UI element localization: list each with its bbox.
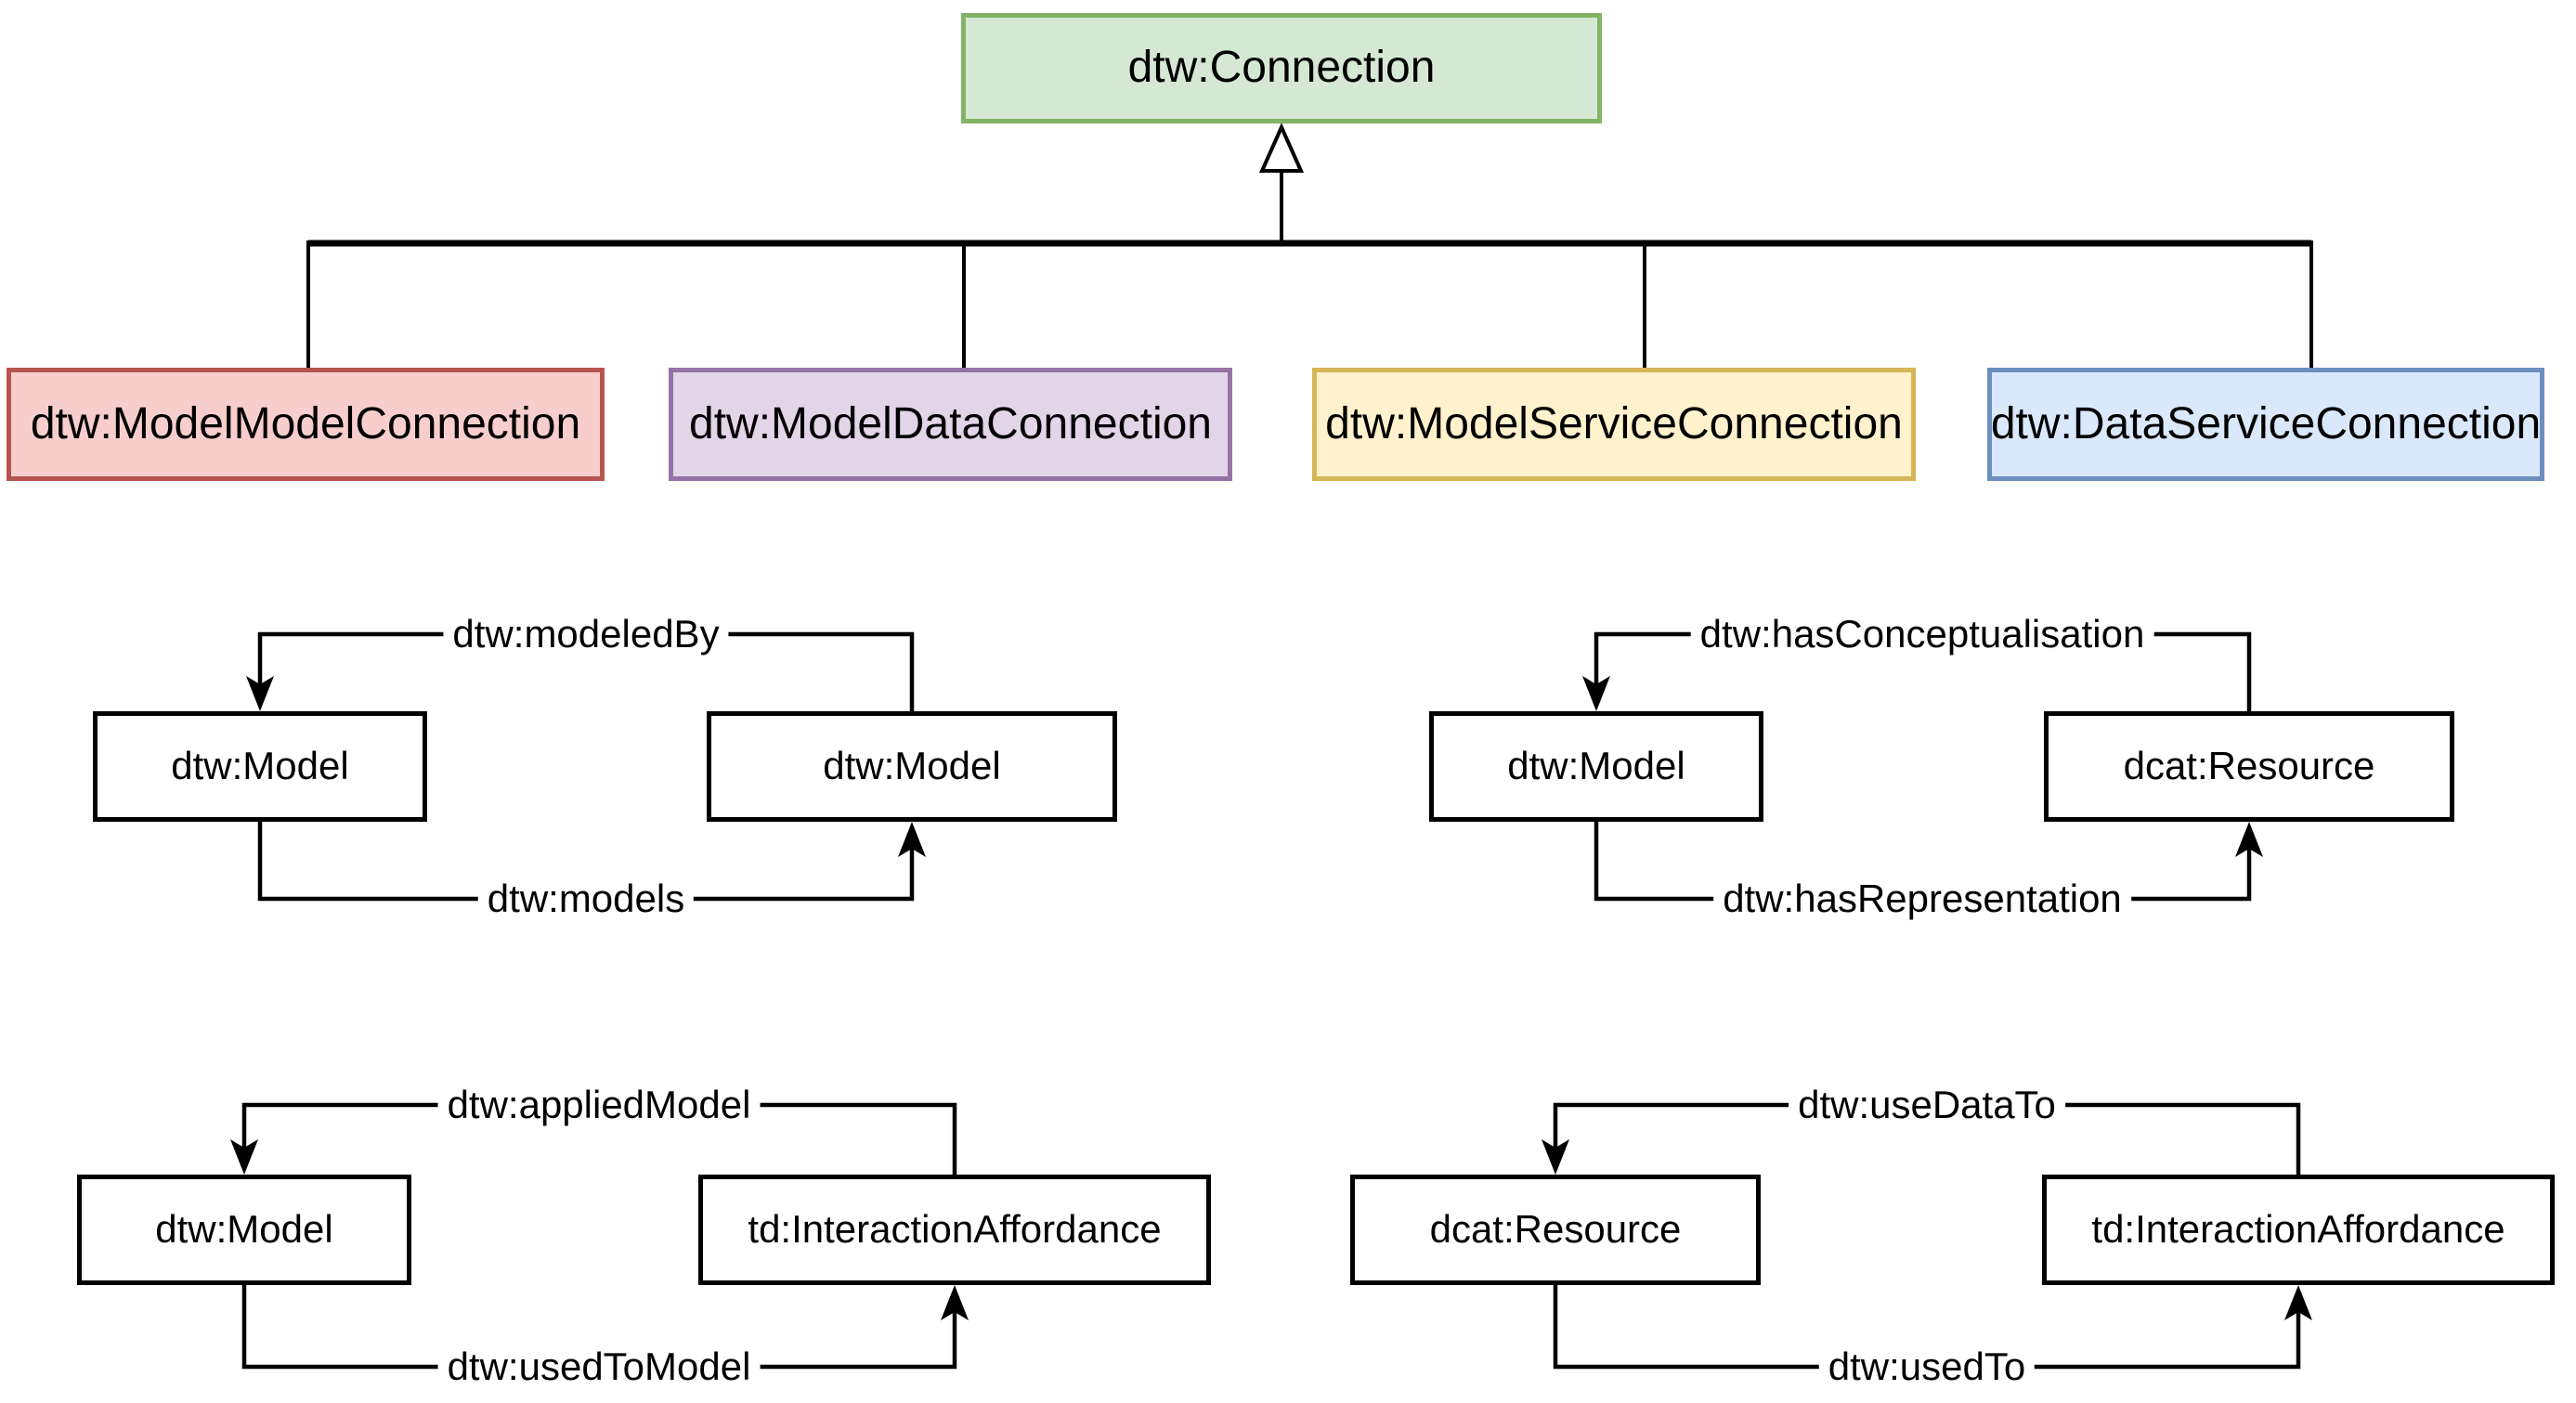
edge-label-modeledBy: dtw:modeledBy xyxy=(443,610,729,658)
class-node-data-service-connection: dtw:DataServiceConnection xyxy=(1987,368,2544,481)
class-node-model-c-left: dtw:Model xyxy=(77,1175,411,1285)
edge-label-usedToModel: dtw:usedToModel xyxy=(437,1343,761,1391)
arrowhead-icon xyxy=(898,822,926,857)
class-label: td:InteractionAffordance xyxy=(748,1207,1162,1252)
class-node-connection: dtw:Connection xyxy=(961,13,1602,123)
class-node-model-data-connection: dtw:ModelDataConnection xyxy=(669,368,1232,481)
class-label: dtw:ModelDataConnection xyxy=(689,398,1212,448)
edge-label-models: dtw:models xyxy=(477,875,695,923)
class-node-model-service-connection: dtw:ModelServiceConnection xyxy=(1312,368,1916,481)
arrowhead-icon xyxy=(2284,1285,2312,1320)
class-label: dtw:Model xyxy=(1507,744,1685,788)
edge-label-hasRepresentation: dtw:hasRepresentation xyxy=(1713,875,2131,923)
generalization-triangle-icon xyxy=(1258,123,1305,173)
class-label: dtw:DataServiceConnection xyxy=(1990,398,2542,448)
arrowhead-icon xyxy=(941,1285,969,1320)
edge-label-hasConceptualisation: dtw:hasConceptualisation xyxy=(1690,610,2154,658)
arrowhead-icon xyxy=(246,676,274,711)
class-label: dtw:Model xyxy=(155,1207,333,1252)
class-label: dtw:ModelServiceConnection xyxy=(1325,398,1903,448)
class-label: dcat:Resource xyxy=(2123,744,2375,788)
class-node-model-a-left: dtw:Model xyxy=(93,711,427,822)
arrowhead-icon xyxy=(1542,1139,1569,1175)
arrowhead-icon xyxy=(1582,676,1610,711)
class-node-interaction-affordance-d-right: td:InteractionAffordance xyxy=(2042,1175,2555,1285)
class-node-interaction-affordance-c-right: td:InteractionAffordance xyxy=(698,1175,1211,1285)
class-node-model-model-connection: dtw:ModelModelConnection xyxy=(7,368,605,481)
edge-label-useDataTo: dtw:useDataTo xyxy=(1789,1081,2065,1129)
arrowhead-icon xyxy=(230,1139,258,1175)
class-node-model-a-right: dtw:Model xyxy=(707,711,1117,822)
class-label: td:InteractionAffordance xyxy=(2091,1207,2505,1252)
class-label: dtw:Model xyxy=(171,744,349,788)
class-node-dcat-resource-d-left: dcat:Resource xyxy=(1350,1175,1761,1285)
class-node-model-b-left: dtw:Model xyxy=(1429,711,1763,822)
edge-label-appliedModel: dtw:appliedModel xyxy=(437,1081,761,1129)
generalization-tree xyxy=(306,123,2313,368)
edge-label-usedTo: dtw:usedTo xyxy=(1818,1343,2036,1391)
class-label: dtw:Connection xyxy=(1127,43,1436,93)
class-label: dtw:Model xyxy=(823,744,1001,788)
arrowhead-icon xyxy=(2235,822,2263,857)
class-node-dcat-resource-b-right: dcat:Resource xyxy=(2044,711,2454,822)
class-label: dtw:ModelModelConnection xyxy=(30,398,581,448)
class-label: dcat:Resource xyxy=(1429,1207,1682,1252)
